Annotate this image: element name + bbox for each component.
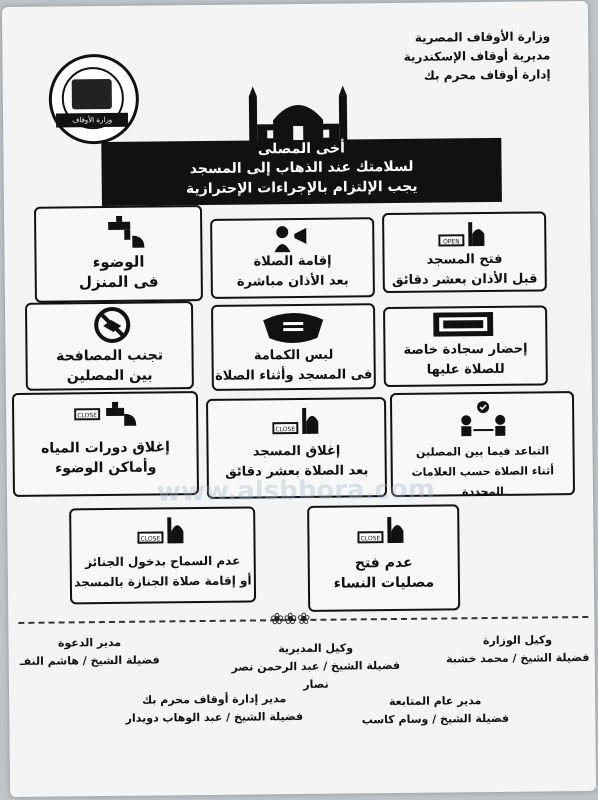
card-women-prayer-rooms: CLOSE عدم فتح مصليات النساء xyxy=(307,504,461,612)
card-face-mask: لبس الكمامة فى المسجد وأثناء الصلاة xyxy=(211,303,376,391)
ornament-icon: ❀❀❀ xyxy=(270,608,311,629)
card-distancing: التباعد فيما بين المصلين أثناء الصلاة حس… xyxy=(389,391,576,498)
face-mask-icon xyxy=(263,313,324,344)
mosque-close-icon: CLOSE xyxy=(357,517,404,544)
ministry-line-3: إدارة أوقاف محرم بك xyxy=(423,67,551,83)
card-no-handshake: تجنب المصافحة بين المصلين xyxy=(24,301,194,391)
card-close-washrooms: CLOSE إغلاق دورات المياه وأماكن الوضوء xyxy=(11,391,200,498)
signature-directorate-deputy: وكيل المديرية فضيلة الشيخ / عبد الرحمن ن… xyxy=(231,641,401,691)
signature-followup-director: مدير عام المتابعة فضيلة الشيخ / وسام كاس… xyxy=(361,694,510,727)
card-funerals: CLOSE عدم السماح بدخول الجنائز أو إقامة … xyxy=(69,506,257,605)
card-prayer-mat: إحضار سجادة خاصة للصلاة عليها xyxy=(383,305,548,388)
prayer-mat-icon xyxy=(433,311,494,337)
prayer-call-icon xyxy=(274,226,307,253)
tap-close-icon: CLOSE xyxy=(74,401,137,426)
logo-text: وزارة الأوقاف xyxy=(55,112,129,128)
svg-text:CLOSE: CLOSE xyxy=(77,412,97,419)
card-iqama: إقامة الصلاة بعد الأذان مباشرة xyxy=(210,217,375,299)
signature-dawa-director: مدير الدعوة فضيلة الشيخ / هاشم النفـ xyxy=(19,635,160,668)
mosque-close-icon: CLOSE xyxy=(272,407,319,435)
ministry-header: وزارة الأوقاف المصرية مديرية أوقاف الإسك… xyxy=(403,27,551,86)
wudu-tap-icon xyxy=(108,215,145,248)
ministry-line-1: وزارة الأوقاف المصرية xyxy=(414,29,551,45)
svg-text:CLOSE: CLOSE xyxy=(141,535,161,542)
banner-line-3: يجب الإلتزام بالإجراءات الإحترازية xyxy=(185,178,418,198)
svg-text:OPEN: OPEN xyxy=(443,238,460,245)
mosque-silhouette-icon xyxy=(248,85,348,143)
no-handshake-icon xyxy=(94,306,131,343)
card-open-mosque: OPEN فتح المسجد قبل الأذان بعشر دقائق xyxy=(382,211,547,294)
card-wudu: الوضوء فى المنزل xyxy=(33,205,203,303)
watermark: www.alsbbora.com xyxy=(156,474,436,508)
book-icon xyxy=(71,78,112,110)
signature-office-director: مدير إدارة أوقاف محرم بك فضيلة الشيخ / ع… xyxy=(125,692,304,725)
card-close-mosque: CLOSE إغلاق المسجد بعد الصلاة بعشر دقائق xyxy=(205,397,388,499)
distancing-icon xyxy=(461,401,506,437)
mosque-close-icon: CLOSE xyxy=(137,517,184,544)
mosque-open-icon: OPEN xyxy=(438,222,485,247)
svg-text:CLOSE: CLOSE xyxy=(275,426,295,433)
signature-undersecretary: وكيل الوزارة فضيلة الشيخ / محمد خشبة xyxy=(446,633,590,666)
ministry-logo: وزارة الأوقاف xyxy=(48,53,140,145)
advice-banner: أخى المصلى لسلامتك عند الذهاب إلى المسجد… xyxy=(101,137,502,207)
svg-text:CLOSE: CLOSE xyxy=(361,535,381,542)
ministry-line-2: مديرية أوقاف الإسكندرية xyxy=(403,48,551,64)
